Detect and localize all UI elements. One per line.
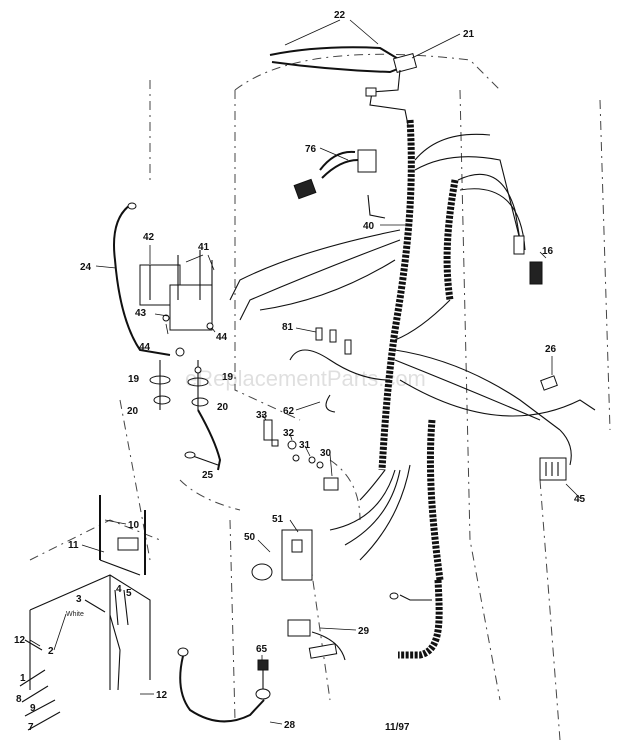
ignition-module-assembly <box>139 245 216 335</box>
label-part-44-right: 44 <box>216 332 228 343</box>
label-part-62: 62 <box>283 406 295 417</box>
bottom-left-panel <box>19 495 154 731</box>
part-25-terminal <box>184 451 196 459</box>
leader-62 <box>295 401 321 411</box>
label-part-16: 16 <box>542 246 554 257</box>
top-harness <box>269 19 461 74</box>
label-part-20-right: 20 <box>217 402 229 413</box>
label-part-81: 81 <box>282 322 294 333</box>
label-part-29: 29 <box>358 626 370 637</box>
label-part-30: 30 <box>320 448 332 459</box>
label-part-12-left: 12 <box>14 635 26 646</box>
label-part-76: 76 <box>305 144 317 155</box>
lower-harness-coil-end <box>398 579 443 659</box>
label-part-44-left: 44 <box>139 342 151 353</box>
white-wire-label: White <box>66 611 84 618</box>
label-part-9: 9 <box>30 703 36 714</box>
label-part-25: 25 <box>202 470 214 481</box>
label-part-43: 43 <box>135 308 147 319</box>
date-code: 11/97 <box>385 722 410 733</box>
part-16-connector <box>513 235 547 285</box>
label-part-26: 26 <box>545 344 557 355</box>
part-26-45-connectors <box>539 356 581 499</box>
part-40-bracket <box>367 194 386 219</box>
label-part-12-right: 12 <box>156 690 168 701</box>
part-25-wire <box>197 409 222 471</box>
label-part-24: 24 <box>80 262 92 273</box>
label-part-20-left: 20 <box>127 406 139 417</box>
label-part-40: 40 <box>363 221 375 232</box>
part-28-ground-wire <box>177 647 283 725</box>
label-part-3: 3 <box>76 594 82 605</box>
label-part-51: 51 <box>272 514 284 525</box>
main-harness-coil <box>378 119 415 471</box>
label-part-7: 7 <box>28 722 34 733</box>
label-part-2: 2 <box>48 646 54 657</box>
label-part-10: 10 <box>128 520 140 531</box>
harness-branch-wires <box>229 133 596 601</box>
label-part-33: 33 <box>256 410 268 421</box>
label-part-65: 65 <box>256 644 268 655</box>
label-part-21: 21 <box>463 29 475 40</box>
chassis-ghost-outline <box>29 53 611 741</box>
leader-24 <box>95 265 117 269</box>
label-part-4: 4 <box>116 584 122 595</box>
part-number-labels: 22 21 76 40 16 42 41 24 43 44 44 81 19 1… <box>14 10 586 733</box>
label-part-45: 45 <box>574 494 586 505</box>
label-part-19-left: 19 <box>128 374 140 385</box>
label-part-19-right: 19 <box>222 372 234 383</box>
part-29-terminal <box>389 592 399 600</box>
label-part-41: 41 <box>198 242 210 253</box>
label-part-42: 42 <box>143 232 155 243</box>
part-81-clip <box>295 327 352 355</box>
label-part-28: 28 <box>284 720 296 731</box>
label-part-31: 31 <box>299 440 311 451</box>
top-lead-wire <box>369 69 409 126</box>
label-part-50: 50 <box>244 532 256 543</box>
label-part-8: 8 <box>16 694 22 705</box>
part-19-20-hardware <box>149 347 209 410</box>
part-50-51-switch <box>251 519 313 581</box>
top-lead-connector <box>365 87 377 97</box>
part-29-relay <box>287 619 357 661</box>
part-24-terminal <box>127 202 137 210</box>
label-part-32: 32 <box>283 428 295 439</box>
part-76-plug-harness <box>293 147 377 200</box>
label-part-22: 22 <box>334 10 346 21</box>
label-part-1: 1 <box>20 673 26 684</box>
watermark-text: eReplacementParts.com <box>185 366 426 391</box>
upper-harness-coil <box>443 179 459 301</box>
label-part-5: 5 <box>126 588 132 599</box>
part-24-ground-wire <box>113 204 171 356</box>
label-part-11: 11 <box>68 540 79 551</box>
small-fastener-parts <box>261 413 339 491</box>
lower-harness-coil <box>426 419 444 581</box>
